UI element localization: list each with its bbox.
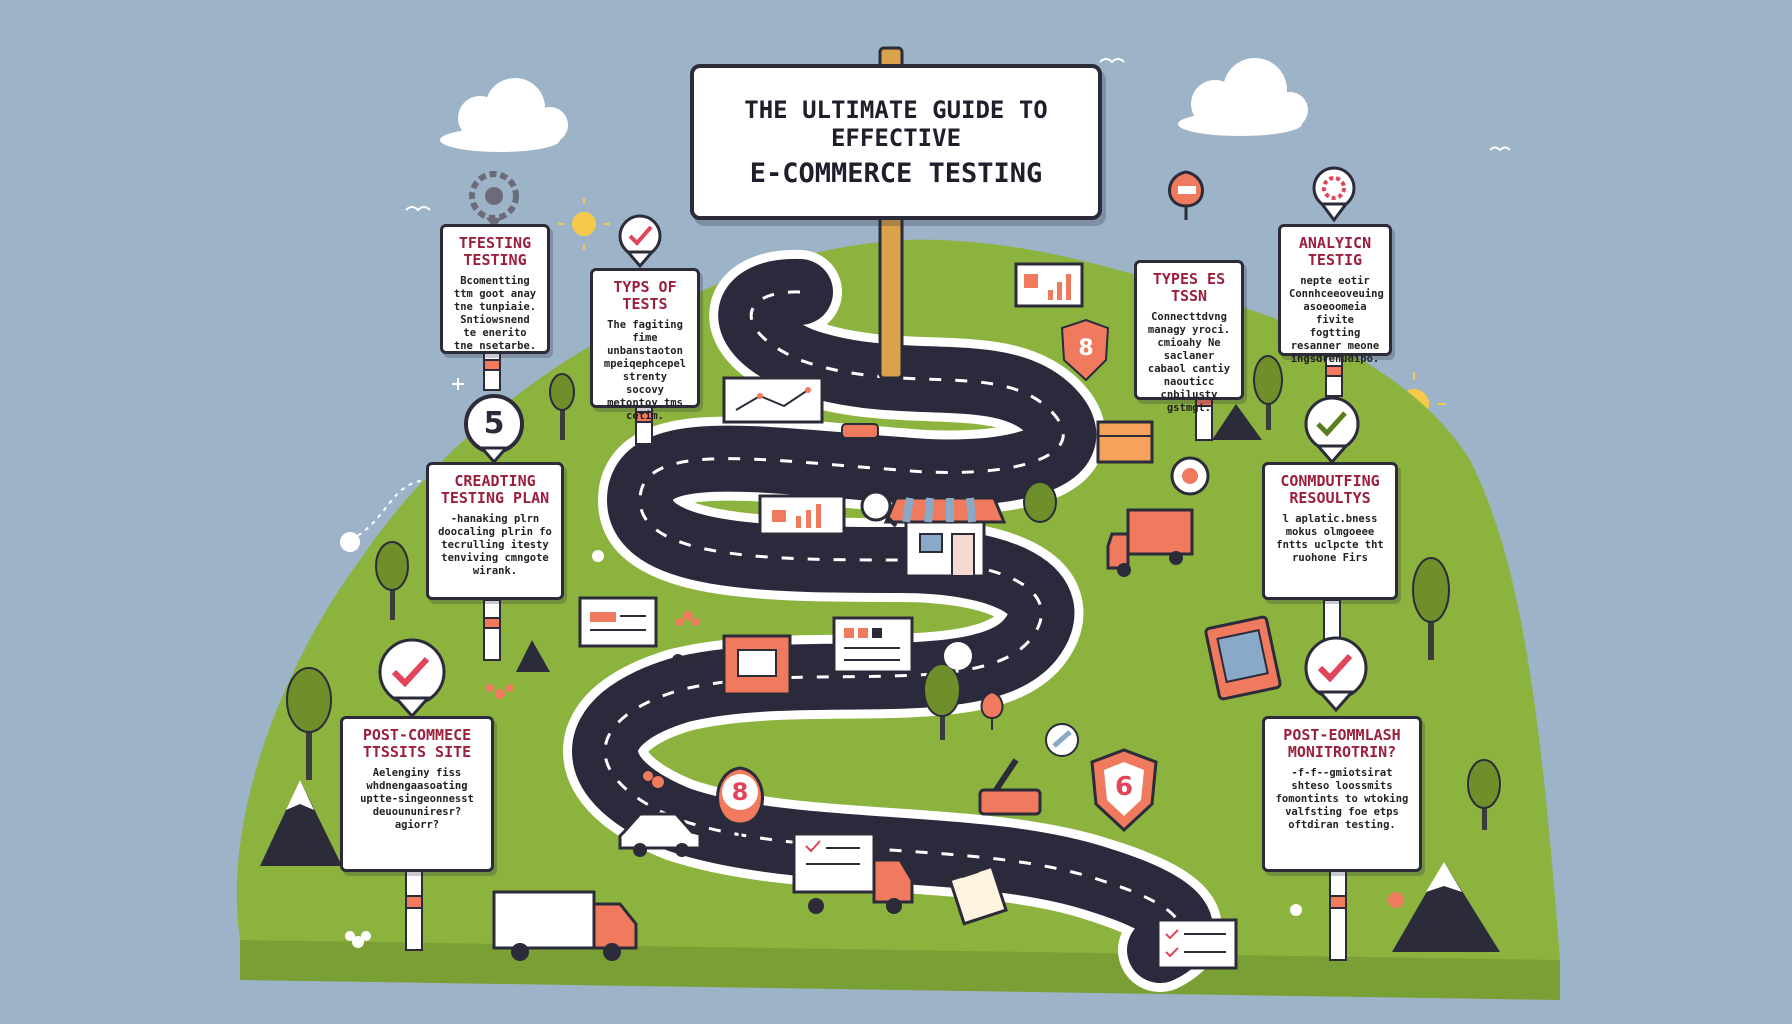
coin-icon: [1170, 456, 1210, 496]
sign-text: -f-f--gmiotsirat shteso loossmits fomont…: [1275, 767, 1409, 831]
tablet-icon: [1204, 615, 1282, 701]
clipboard-icon: [948, 864, 1008, 926]
wrench-icon: [1045, 723, 1079, 757]
bar-chart-icon: [758, 494, 846, 536]
webpage-icon: [578, 596, 658, 648]
sun-icon: [558, 198, 610, 250]
line-graph-icon: [722, 376, 824, 424]
sign-creating-testing-plan: CREADTING TESTING PLAN -hanaking plrn do…: [426, 462, 564, 600]
checklist-icon: [1156, 918, 1238, 970]
step-3-pin: [716, 766, 764, 838]
bird-icon: [1489, 146, 1511, 152]
sign-types-es-tssn: TYPES ES TSSN Connecttdvng managy yroci.…: [1134, 260, 1244, 414]
online-store-icon: [883, 496, 1007, 578]
sign-types-of-tests: TYPS OF TESTS The fagiting fime unbansta…: [590, 268, 700, 422]
step-number-3: 8: [731, 778, 749, 806]
delivery-truck-icon: [492, 890, 638, 961]
check-pin-icon: [1304, 636, 1368, 713]
mountain-icons: [260, 404, 1500, 952]
main-title-sign: THE ULTIMATE GUIDE TO EFFECTIVE E-COMMER…: [690, 64, 1102, 220]
crane-icon: [978, 758, 1042, 816]
title-line-2: EFFECTIVE: [830, 123, 962, 152]
car-icon: [618, 812, 702, 857]
step-8-shield: [1060, 318, 1110, 382]
check-pin-icon: [1304, 396, 1360, 465]
step-number-6: 6: [1114, 772, 1134, 802]
analytics-chart-icon: [1014, 262, 1084, 308]
chat-screen-icon: [722, 634, 792, 696]
bird-icon: [405, 206, 431, 212]
settings-gear-icon: [1312, 166, 1356, 223]
sign-analytics-testing: ANALYICN TESTIG nepte eotir Connhceeoveu…: [1278, 224, 1392, 365]
hammer-pin-icon: [1168, 170, 1204, 220]
step-5-pin: [464, 394, 524, 465]
sign-title: POST-EOMMLASH MONITROTRIN?: [1283, 726, 1401, 761]
sunglasses-icon: [672, 654, 700, 666]
step-number-8: 8: [1078, 336, 1094, 361]
product-page-icon: [832, 616, 914, 674]
sign-title: ANALYICN TESTIG: [1298, 234, 1372, 269]
sign-text: l aplatic.bness mokus olmgoeee fntts ucl…: [1276, 513, 1384, 564]
cloud-left: [440, 78, 568, 152]
sign-text: Bcomentting ttm goot anay tne tunpiaie. …: [453, 275, 537, 352]
price-tag-icon: [841, 423, 879, 439]
magnifier-icon: [860, 490, 898, 528]
sign-testing: TFESTING TESTING Bcomentting ttm goot an…: [440, 224, 550, 354]
sign-text: Connecttdvng managy yroci. cmioahy Ne sa…: [1147, 311, 1231, 414]
sign-text: nepte eotir Connhceeoveuing asoeoomeia f…: [1289, 275, 1384, 365]
sign-title: CREADTING TESTING PLAN: [440, 472, 550, 507]
flower-icons: [345, 550, 1404, 948]
sign-conducting-results: CONMDUTFING RESOULTYS l aplatic.bness mo…: [1262, 462, 1398, 600]
sign-title: TYPS OF TESTS: [613, 278, 677, 313]
sign-text: The fagiting fime unbanstaoton mpeiqephc…: [603, 319, 687, 422]
map-pin-icon: [980, 690, 1004, 730]
gear-icon: [469, 171, 519, 228]
bird-icon: [1099, 58, 1125, 64]
step-6-shield: [1090, 748, 1158, 833]
sign-post-monitoring: POST-EOMMLASH MONITROTRIN? -f-f--gmiotsi…: [1262, 716, 1422, 872]
step-number-5: 5: [483, 406, 505, 441]
tree-icons: [286, 355, 1501, 830]
sign-title: TYPES ES TSSN: [1152, 270, 1226, 305]
check-pin-icon: [378, 638, 446, 719]
delivery-truck-icon: [1106, 508, 1194, 577]
delivery-truck-icon: [792, 832, 914, 914]
sign-title: POST-COMMECE TTSSITS SITE: [362, 726, 472, 761]
check-pin-icon: [618, 214, 662, 269]
sign-post-commerce: POST-COMMECE TTSSITS SITE Aelenginy fiss…: [340, 716, 494, 872]
sign-title: TFESTING TESTING: [458, 234, 532, 269]
dotted-trail: [340, 479, 972, 670]
title-line-3: E-COMMERCE TESTING: [749, 157, 1043, 189]
sign-text: Aelenginy fiss whdnengaasoating uptte-si…: [360, 767, 474, 831]
sign-title: CONMDUTFING RESOULTYS: [1280, 472, 1380, 507]
box-icon: [1096, 420, 1154, 464]
cloud-right: [1178, 58, 1308, 136]
title-line-1: THE ULTIMATE GUIDE TO: [744, 95, 1048, 124]
sign-text: -hanaking plrn doocaling plrin fo tecrul…: [438, 513, 552, 577]
